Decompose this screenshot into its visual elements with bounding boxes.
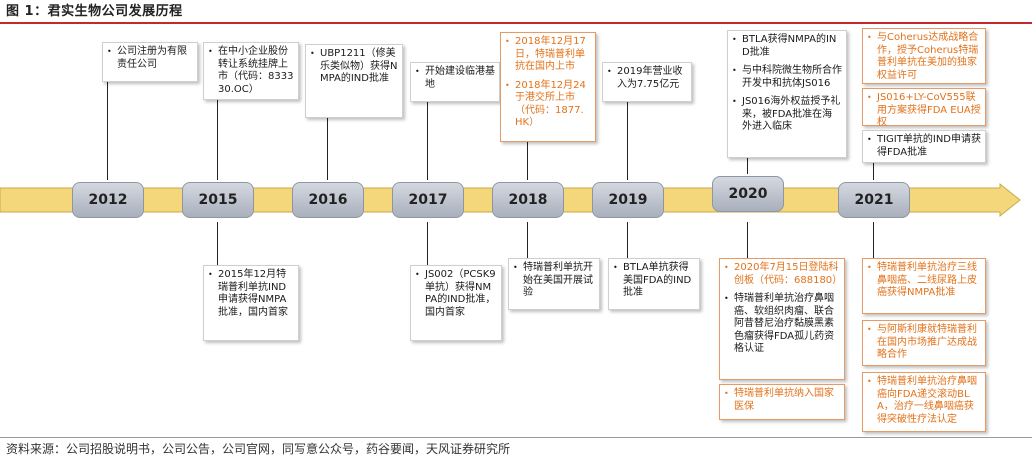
milestone-box-2017: •开始建设临港基地 [410,62,500,102]
connector-2017 [427,100,428,180]
connector-2018-b [527,222,528,258]
year-label: 2019 [608,192,648,208]
milestone-box-2018: •2018年12月17日，特瑞普利单抗在国内上市 •2018年12月24于港交所… [500,32,596,142]
milestone-item: •开始建设临港基地 [415,66,495,90]
milestone-box-2019: •2019年营业收入为7.75亿元 [602,62,692,102]
connector-2021-b [873,222,874,258]
milestone-text: BTLA获得NMPA的IND批准 [742,34,837,58]
milestone-box-2021-bottom-a: •特瑞普利单抗治疗三线鼻咽癌、二线尿路上皮癌获得NMPA批准 [862,258,986,314]
source-rule [0,437,1032,438]
milestone-item: •与阿斯利康就特瑞普利在国内市场推广达成战略合作 [867,324,981,362]
connector-2017-b [427,222,428,272]
milestone-text: 公司注册为有限责任公司 [117,46,187,70]
milestone-box-2021-bottom-c: •特瑞普利单抗治疗鼻咽癌向FDA递交滚动BLA，治疗一线鼻咽癌获得突破性疗法认定 [862,372,986,432]
milestone-box-2021-b: •JS016+LY-CoV555联用方案获得FDA EUA授权 [862,88,986,128]
connector-2018 [527,142,528,180]
milestone-item: •与Coherus达成战略合作，授予Coherus特瑞普利单抗在美加的独家权益许… [867,32,981,82]
milestone-text: 特瑞普利单抗治疗三线鼻咽癌、二线尿路上皮癌获得NMPA批准 [877,262,977,298]
milestone-box-2020: •BTLA获得NMPA的IND批准 •与中科院微生物所合作开发中和抗体JS016… [727,30,847,158]
milestone-item: •2020年7月15日登陆科创板（代码：688180） [724,262,843,286]
connector-2016 [327,118,328,180]
milestone-text: 2019年营业收入为7.75亿元 [617,66,683,90]
milestone-box-2021-c: •TIGIT单抗的IND申请获得FDA批准 [862,130,986,163]
milestone-text: 2020年7月15日登陆科创板（代码：688180） [734,262,843,286]
year-label: 2017 [408,192,448,208]
milestone-text: 2015年12月特瑞普利单抗IND申请获得NMPA批准，国内首家 [218,269,288,318]
milestone-item: •UBP1211（修美乐类似物）获得NMPA的IND批准 [310,48,398,84]
milestone-item: •特瑞普利单抗纳入国家医保 [724,388,840,413]
milestone-box-2021-bottom-b: •与阿斯利康就特瑞普利在国内市场推广达成战略合作 [862,320,986,366]
milestone-item: •BTLA获得NMPA的IND批准 [732,34,842,59]
milestone-item: •公司注册为有限责任公司 [107,46,193,71]
milestone-box-2017-bottom: •JS002（PCSK9单抗）获得NMPA的IND批准，国内首家 [410,265,502,341]
connector-2015-b [217,222,218,272]
milestone-box-2015-bottom: •2015年12月特瑞普利单抗IND申请获得NMPA批准，国内首家 [203,265,299,341]
connector-2012 [107,80,108,180]
milestone-item: •TIGIT单抗的IND申请获得FDA批准 [867,134,981,158]
milestone-text: UBP1211（修美乐类似物）获得NMPA的IND批准 [320,48,398,84]
milestone-box-2020-bottom-b: •特瑞普利单抗纳入国家医保 [719,384,845,420]
milestone-text: 与Coherus达成战略合作，授予Coherus特瑞普利单抗在美加的独家权益许可 [877,32,979,81]
connector-2015 [217,100,218,180]
year-label: 2012 [88,192,128,208]
milestone-box-2018-bottom: •特瑞普利单抗开始在美国开展试验 [508,258,600,310]
year-label: 2021 [854,192,894,208]
milestone-box-2020-bottom: •2020年7月15日登陆科创板（代码：688180） •特瑞普利单抗治疗鼻咽癌… [719,258,845,380]
milestone-item: •2015年12月特瑞普利单抗IND申请获得NMPA批准，国内首家 [208,269,294,319]
milestone-text: 与阿斯利康就特瑞普利在国内市场推广达成战略合作 [877,324,977,360]
connector-2019-b [627,222,628,258]
connector-2020-b [747,222,748,258]
milestone-item: •JS002（PCSK9单抗）获得NMPA的IND批准，国内首家 [415,269,496,318]
year-node: 2018 [492,182,564,218]
milestone-text: 特瑞普利单抗纳入国家医保 [734,388,834,412]
milestone-box-2016: •UBP1211（修美乐类似物）获得NMPA的IND批准 [305,44,403,118]
year-node: 2012 [72,182,144,218]
source-note: 资料来源：公司招股说明书，公司公告，公司官网，同写意公众号，药谷要闻，天风证券研… [6,442,511,456]
milestone-item: •2019年营业收入为7.75亿元 [607,66,687,91]
milestone-text: 与中科院微生物所合作开发中和抗体JS016 [742,65,842,89]
connector-2019 [627,100,628,180]
milestone-text: 2018年12月24于港交所上市（代码：1877.HK） [515,79,586,129]
milestone-box-2019-bottom: •BTLA单抗获得美国FDA的IND批准 [608,258,700,310]
year-node: 2020 [712,176,784,212]
milestone-box-2015: •在中小企业股份转让系统挂牌上市（代码：833330.OC） [203,42,299,100]
milestone-item: •BTLA单抗获得美国FDA的IND批准 [613,262,695,300]
milestone-item: •与中科院微生物所合作开发中和抗体JS016 [732,65,842,89]
milestone-text: JS002（PCSK9单抗）获得NMPA的IND批准，国内首家 [425,269,496,318]
milestone-item: •JS016+LY-CoV555联用方案获得FDA EUA授权 [867,92,981,128]
milestone-item: •特瑞普利单抗治疗鼻咽癌向FDA递交滚动BLA，治疗一线鼻咽癌获得突破性疗法认定 [867,376,981,426]
milestone-text: 开始建设临港基地 [425,66,495,90]
milestone-item: •2018年12月24于港交所上市（代码：1877.HK） [505,80,591,130]
year-node: 2016 [292,182,364,218]
figure-title: 图 1：君实生物公司发展历程 [6,4,183,19]
milestone-box-2012: •公司注册为有限责任公司 [102,42,198,82]
year-label: 2016 [308,192,348,208]
milestone-text: JS016+LY-CoV555联用方案获得FDA EUA授权 [877,92,981,128]
year-node: 2019 [592,182,664,218]
milestone-item: •特瑞普利单抗治疗三线鼻咽癌、二线尿路上皮癌获得NMPA批准 [867,262,981,300]
milestone-text: TIGIT单抗的IND申请获得FDA批准 [877,134,981,158]
milestone-text: 特瑞普利单抗开始在美国开展试验 [523,262,593,298]
milestone-item: •特瑞普利单抗治疗鼻咽癌、软组织肉瘤、联合阿昔替尼治疗黏膜黑素色瘤获得FDA孤儿… [724,293,840,356]
milestone-text: BTLA单抗获得美国FDA的IND批准 [623,262,692,298]
milestone-text: 2018年12月17日，特瑞普利单抗在国内上市 [515,36,586,72]
title-rule [0,22,1032,24]
year-node: 2017 [392,182,464,218]
milestone-text: 特瑞普利单抗治疗鼻咽癌、软组织肉瘤、联合阿昔替尼治疗黏膜黑素色瘤获得FDA孤儿药… [734,293,835,354]
milestone-item: •JS016海外权益授予礼来，被FDA批准在海外进入临床 [732,96,841,132]
milestone-text: 特瑞普利单抗治疗鼻咽癌向FDA递交滚动BLA，治疗一线鼻咽癌获得突破性疗法认定 [877,376,977,425]
year-label: 2015 [198,192,238,208]
year-node: 2021 [838,182,910,218]
milestone-text: JS016海外权益授予礼来，被FDA批准在海外进入临床 [742,96,841,132]
year-node: 2015 [182,182,254,218]
milestone-item: •2018年12月17日，特瑞普利单抗在国内上市 [505,36,591,74]
connector-2020 [747,158,748,174]
connector-2021 [873,163,874,180]
milestone-text: 在中小企业股份转让系统挂牌上市（代码：833330.OC） [218,46,294,95]
milestone-item: •在中小企业股份转让系统挂牌上市（代码：833330.OC） [208,46,294,95]
milestone-item: •特瑞普利单抗开始在美国开展试验 [513,262,593,298]
milestone-box-2021-a: •与Coherus达成战略合作，授予Coherus特瑞普利单抗在美加的独家权益许… [862,28,986,84]
year-label: 2018 [508,192,548,208]
year-label: 2020 [728,186,768,202]
